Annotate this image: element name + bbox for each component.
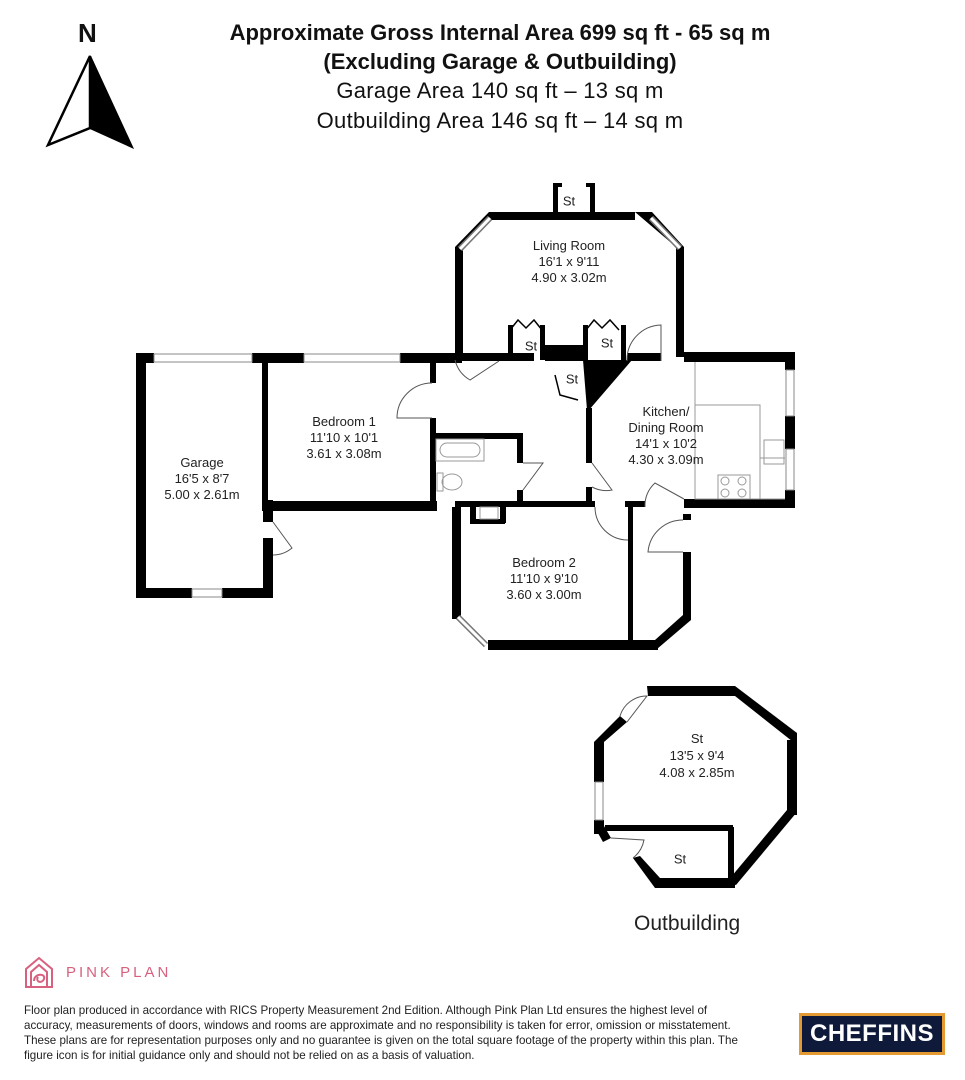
room-dimensions-metric: 3.60 x 3.00m — [506, 587, 582, 602]
room-dimensions-metric: 5.00 x 2.61m — [164, 487, 240, 502]
room-dimensions-imperial: 14'1 x 10'2 — [634, 436, 698, 451]
gross-area-title: Approximate Gross Internal Area 699 sq f… — [229, 20, 771, 45]
room-dimensions-metric: 4.90 x 3.02m — [531, 270, 607, 285]
room-dimensions-metric: 3.61 x 3.08m — [306, 446, 382, 461]
room-dimensions-imperial: 11'10 x 9'10 — [509, 571, 579, 586]
pink-plan-logo: PINK PLAN — [22, 955, 171, 989]
room-dimensions-imperial: 16'5 x 8'7 — [174, 471, 230, 486]
compass: N — [44, 18, 136, 150]
room-name: Bedroom 2 — [512, 555, 576, 570]
cheffins-logo: CHEFFINS — [799, 1013, 945, 1055]
disclaimer-text: Floor plan produced in accordance with R… — [24, 1004, 738, 1062]
store-label-outbuilding-small: St — [673, 851, 687, 867]
room-label-bedroom-2: Bedroom 2 11'10 x 9'10 3.60 x 3.00m — [506, 555, 581, 603]
room-dimensions-imperial: 13'5 x 9'4 — [669, 748, 725, 763]
room-name: St — [690, 731, 704, 746]
room-name: Bedroom 1 — [312, 414, 376, 429]
room-dimensions-imperial: 11'10 x 10'1 — [309, 430, 379, 445]
store-label-left-cupboard: St — [524, 338, 538, 354]
gross-area-subtitle: (Excluding Garage & Outbuilding) — [323, 49, 677, 74]
room-label-bedroom-1: Bedroom 1 11'10 x 10'1 3.61 x 3.08m — [306, 414, 381, 462]
north-label: N — [78, 18, 97, 48]
room-name: Living Room — [532, 238, 606, 253]
garage-area-text: Garage Area 140 sq ft – 13 sq m — [336, 78, 664, 103]
pink-plan-brand: PINK PLAN — [66, 963, 172, 981]
room-name-line2: Dining Room — [628, 420, 704, 435]
room-label-kitchen-dining: Kitchen/ Dining Room 14'1 x 10'2 4.30 x … — [628, 404, 703, 468]
room-dimensions-imperial: 16'1 x 9'11 — [538, 254, 600, 269]
north-arrow-icon — [45, 55, 135, 150]
room-name: Garage — [180, 455, 224, 470]
pink-plan-house-icon — [25, 956, 53, 988]
room-label-garage: Garage 16'5 x 8'7 5.00 x 2.61m — [164, 455, 239, 503]
room-dimensions-metric: 4.08 x 2.85m — [659, 765, 735, 780]
outbuilding-area-text: Outbuilding Area 146 sq ft – 14 sq m — [316, 108, 684, 133]
outbuilding-caption: Outbuilding — [634, 912, 741, 935]
room-dimensions-metric: 4.30 x 3.09m — [628, 452, 704, 467]
room-label-outbuilding-store: St 13'5 x 9'4 4.08 x 2.85m — [659, 730, 734, 781]
area-header: Approximate Gross Internal Area 699 sq f… — [150, 18, 850, 136]
room-label-living-room: Living Room 16'1 x 9'11 4.90 x 3.02m — [531, 238, 606, 286]
store-label-top: St — [562, 193, 576, 209]
store-label-hall: St — [565, 371, 579, 387]
room-name-line1: Kitchen/ — [642, 404, 690, 419]
store-label-right-cupboard: St — [600, 335, 614, 351]
